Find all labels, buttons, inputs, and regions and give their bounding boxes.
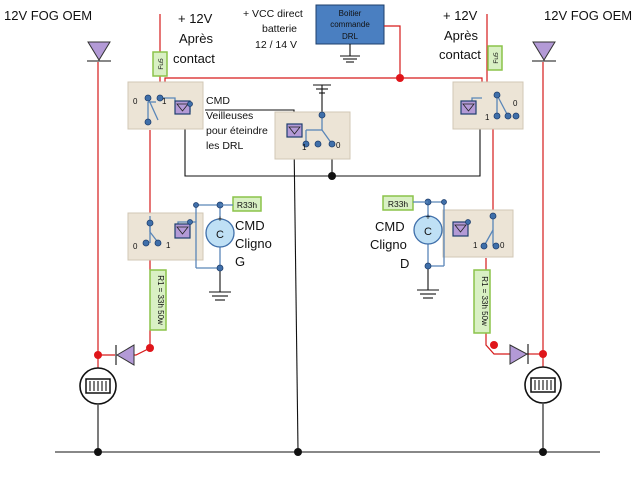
relay-pin-0: 0 [513, 99, 518, 108]
label-cmd-veilleuses-1: CMD [206, 95, 230, 107]
resistor-r1-left-label: R1 = 33h 50w [156, 275, 165, 325]
fog-lamp-left-icon [79, 355, 117, 405]
relay-top-right: 1 0 [452, 81, 524, 130]
fuse-left: Fu5 [152, 51, 168, 77]
relay-pin-0: 0 [133, 97, 138, 106]
capacitor-right: C + [413, 198, 447, 299]
drl-box-line2: commande [330, 20, 370, 29]
relay-center: 1 0 [274, 111, 351, 160]
fog-lamp-right-icon [524, 354, 562, 404]
label-cmd-cligno-d-1: CMD [375, 219, 405, 234]
fuse-right: Fu5 [487, 45, 503, 71]
relay-top-left: 0 1 [127, 81, 204, 130]
relay-pin-1: 1 [166, 241, 171, 250]
relay-pin-0: 0 [500, 241, 505, 250]
resistor-r33h-right: R33h [382, 195, 414, 211]
label-12v-left-line1: + 12V [178, 11, 213, 26]
label-cmd-veilleuses-4: les DRL [206, 140, 244, 152]
label-cmd-cligno-g-3: G [235, 254, 245, 269]
resistor-r33h-left: R33h [232, 196, 262, 212]
relay-pin-1: 1 [485, 113, 490, 122]
label-12v-left-line2: Après [179, 31, 213, 46]
capacitor-right-plus: + [425, 212, 430, 222]
relay-pin-1: 1 [162, 97, 167, 106]
capacitor-left-plus: + [217, 214, 222, 224]
relay-pin-0: 0 [133, 242, 138, 251]
relay-pin-1: 1 [302, 143, 307, 152]
label-cmd-cligno-g-1: CMD [235, 218, 265, 233]
label-vcc-line3: 12 / 14 V [255, 39, 297, 51]
diode-left-icon [115, 344, 135, 366]
relay-bottom-left: 0 1 [127, 212, 204, 261]
label-fog-right: 12V FOG OEM [544, 8, 632, 23]
relay-pin-0: 0 [336, 141, 341, 150]
diode-right-icon [509, 344, 529, 365]
resistor-r1-right: R1 = 33h 50w [473, 269, 491, 334]
label-12v-right-line2: Après [444, 28, 478, 43]
fog-right-diode-icon [532, 41, 556, 61]
ground-symbol-drl [340, 44, 360, 63]
label-12v-right-line1: + 12V [443, 8, 478, 23]
label-cmd-cligno-d-3: D [400, 256, 409, 271]
capacitor-left-label: C [216, 229, 224, 241]
label-12v-right-line3: contact [439, 47, 481, 62]
label-12v-left-line3: contact [173, 51, 215, 66]
relay-bottom-right: 1 0 [442, 209, 514, 258]
label-cmd-cligno-d-2: Cligno [370, 237, 407, 252]
label-cmd-cligno-g-2: Cligno [235, 236, 272, 251]
junction-dots [94, 74, 547, 456]
drl-control-box [315, 4, 385, 45]
resistor-r33h-right-label: R33h [388, 199, 409, 209]
fuse-left-label: Fu5 [158, 58, 165, 70]
resistor-r1-right-label: R1 = 33h 50w [480, 276, 489, 326]
label-vcc-line1: + VCC direct [243, 8, 303, 20]
fog-left-diode-icon [87, 41, 111, 61]
drl-box-line3: DRL [342, 32, 359, 41]
label-cmd-veilleuses-3: pour éteindre [206, 125, 268, 137]
resistor-r1-left: R1 = 33h 50w [149, 269, 167, 331]
capacitor-left: C + [193, 201, 235, 301]
label-vcc-line2: batterie [262, 23, 297, 35]
capacitor-right-label: C [424, 226, 432, 238]
resistor-r33h-left-label: R33h [237, 200, 258, 210]
label-fog-left: 12V FOG OEM [4, 8, 92, 23]
fuse-right-label: Fu5 [493, 52, 500, 64]
label-cmd-veilleuses-2: Veilleuses [206, 110, 253, 122]
drl-box-line1: Boitier [339, 9, 362, 18]
relay-pin-1: 1 [473, 241, 478, 250]
